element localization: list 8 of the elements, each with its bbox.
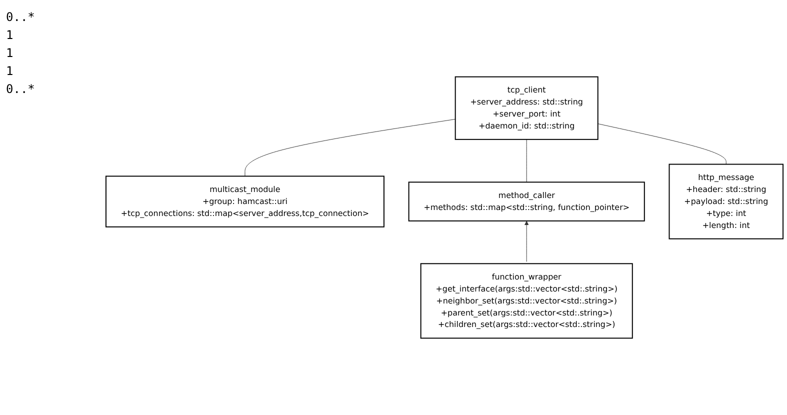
multiplicity-label: 0..* (6, 82, 36, 96)
connector (526, 139, 527, 182)
multiplicity-label: 1 (6, 64, 14, 78)
multiplicity-label: 1 (6, 28, 14, 42)
multiplicity-label: 0..* (6, 10, 36, 24)
connector (244, 118, 456, 176)
multiplicity-label: 1 (6, 46, 14, 60)
connector (598, 124, 726, 165)
